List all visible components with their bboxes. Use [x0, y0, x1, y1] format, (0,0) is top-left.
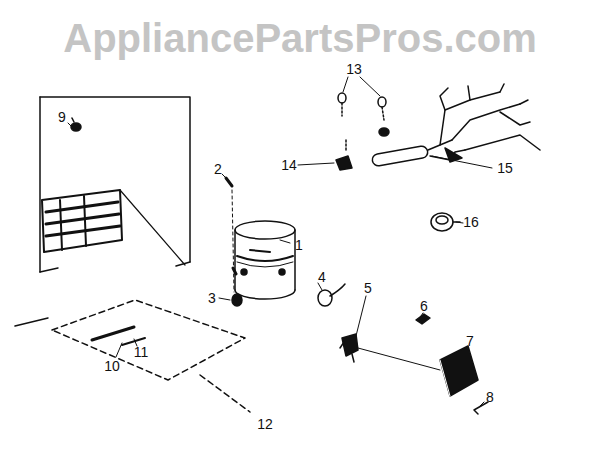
leader-lines	[68, 77, 492, 406]
callout-number: 12	[257, 417, 273, 431]
relay	[340, 334, 440, 370]
compressor	[235, 221, 295, 299]
relay-cover	[440, 346, 478, 396]
callout-number: 13	[346, 62, 362, 76]
harness-clip	[336, 140, 352, 170]
mount-bolt	[226, 178, 242, 306]
screws	[338, 93, 389, 136]
callout-number: 2	[214, 162, 222, 176]
callout-number: 14	[281, 158, 297, 172]
callout-number: 9	[58, 110, 66, 124]
callout-number: 5	[364, 281, 372, 295]
cabinet	[15, 97, 190, 326]
retainer-clip	[474, 402, 488, 414]
wire-harness	[371, 84, 540, 167]
callout-number: 10	[104, 359, 120, 373]
callout-number: 16	[463, 215, 479, 229]
callout-number: 3	[208, 291, 216, 305]
callout-number: 15	[497, 161, 513, 175]
callout-number: 1	[295, 238, 303, 252]
callout-number: 6	[420, 299, 428, 313]
relay-spring	[416, 314, 430, 324]
terminal-cap	[318, 284, 345, 306]
callout-number: 4	[318, 270, 326, 284]
cover-plate	[52, 300, 250, 412]
callout-number: 8	[486, 390, 494, 404]
watermark: AppliancePartsPros.com	[63, 18, 537, 58]
callout-number: 7	[466, 334, 474, 348]
callout-number: 11	[134, 345, 149, 359]
